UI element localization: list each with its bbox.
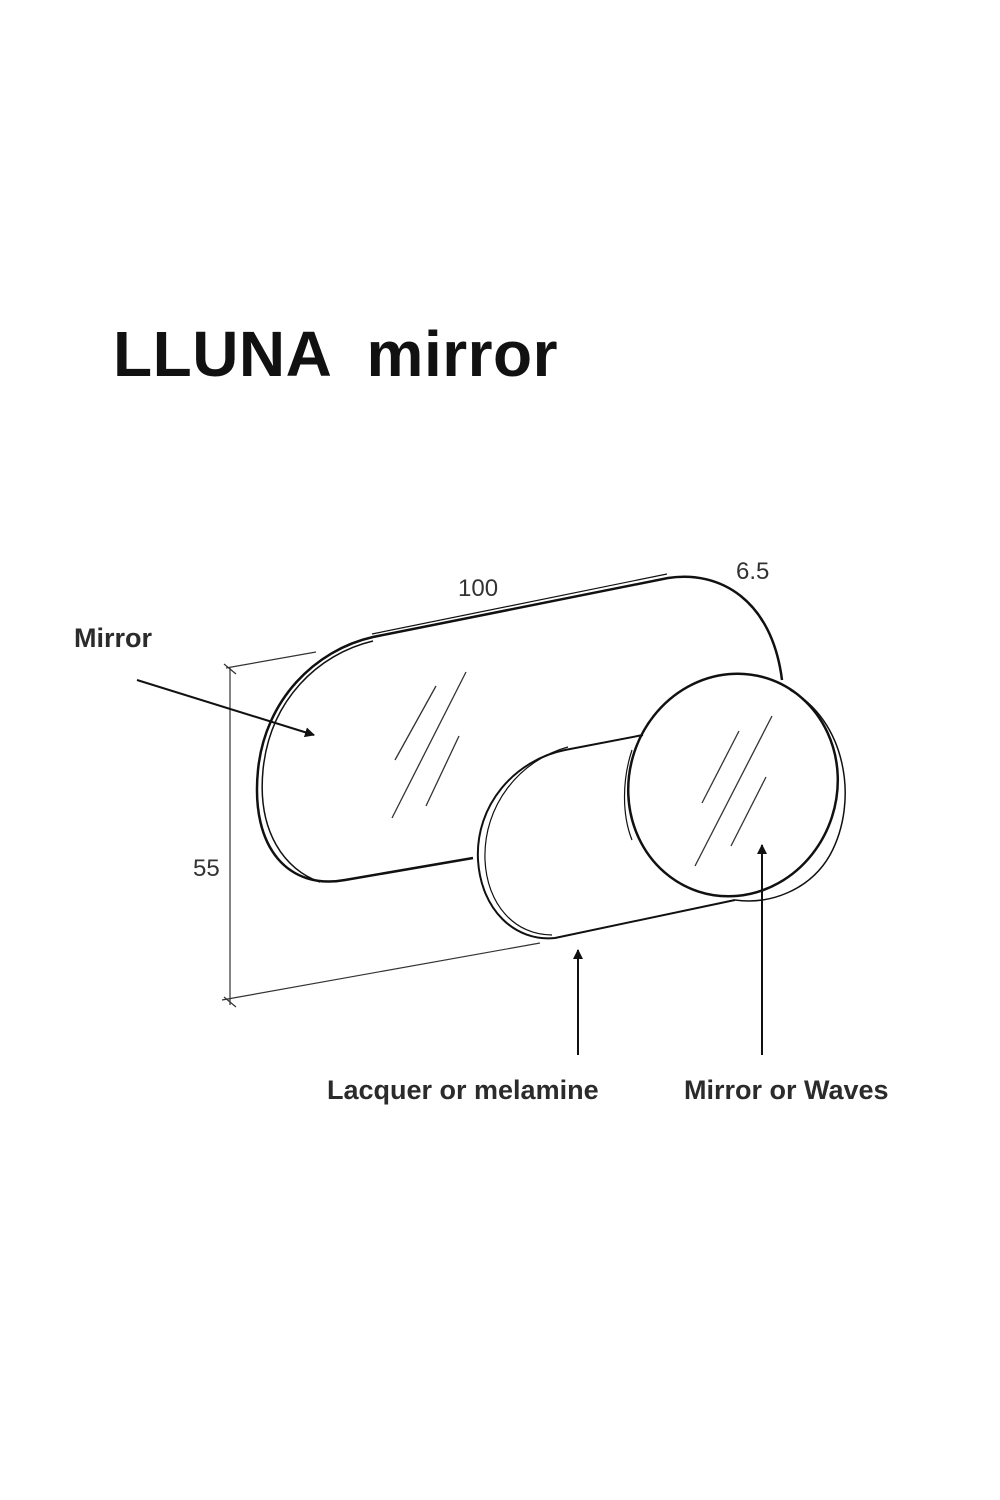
reflection-line <box>730 776 767 847</box>
depth-dimension-label: 6.5 <box>736 558 769 585</box>
tick-mark <box>223 996 237 1008</box>
round-mirror-left-edge <box>623 749 633 841</box>
large-oval-top-edge <box>371 573 668 635</box>
width-bottom-line <box>221 942 541 1001</box>
large-oval-edge <box>261 640 374 883</box>
lacquer-callout-label: Lacquer or melamine <box>327 1075 599 1105</box>
mirror-or-waves-callout-label: Mirror or Waves <box>684 1075 889 1105</box>
large-mirror-reflection-lines <box>391 671 467 819</box>
large-oval-outline <box>255 575 784 883</box>
round-mirror-face <box>626 672 840 898</box>
mirror-callout-label: Mirror <box>74 623 153 653</box>
callout-arrows <box>136 679 767 1055</box>
middle-pill-inner-edge <box>484 746 569 936</box>
reflection-line <box>391 671 467 819</box>
height-dimension-label: 55 <box>193 855 220 882</box>
middle-pill-outline <box>476 734 736 940</box>
dimension-lines <box>221 651 541 1008</box>
round-mirror-reflection-lines <box>694 715 773 867</box>
width-dimension-label: 100 <box>458 575 498 602</box>
reflection-line <box>694 715 773 867</box>
reflection-line <box>701 730 740 804</box>
mirror-callout-arrow <box>136 679 315 738</box>
page-title: LLUNA mirror <box>113 318 559 390</box>
large-oval-mirror <box>255 573 784 883</box>
reflection-line <box>425 735 460 807</box>
height-top-extension <box>225 651 317 669</box>
round-mirror-edge <box>734 689 846 902</box>
middle-pill-shelf <box>476 734 736 940</box>
tick-mark <box>223 663 237 675</box>
round-mirror <box>623 672 846 902</box>
reflection-line <box>394 685 437 761</box>
